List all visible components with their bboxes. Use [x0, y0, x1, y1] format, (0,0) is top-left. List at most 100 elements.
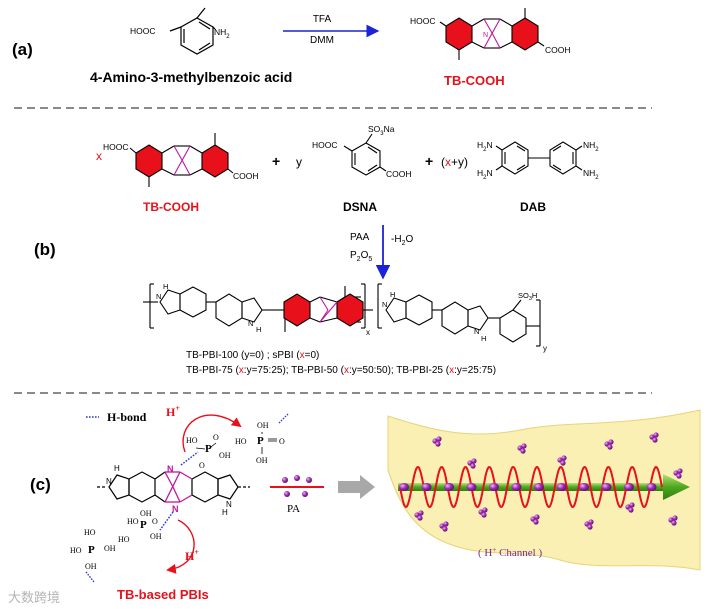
- pa-label: PA: [287, 503, 300, 515]
- polymer-structure: [143, 283, 541, 347]
- panel-c: (c) H-bond H+ H+ P HO O OH O P OH HO O O…: [8, 404, 701, 605]
- proton-label-top: H+: [166, 404, 180, 419]
- tb-bridge: [164, 471, 193, 503]
- svg-text:OH: OH: [219, 451, 231, 460]
- svg-text:O: O: [279, 437, 285, 446]
- channel-pa-bead: [466, 483, 477, 491]
- panel-c-label: (c): [30, 475, 51, 494]
- floating-pa-molecule: [557, 455, 567, 466]
- tb-cooh-monomer: HOOC COOH: [103, 133, 259, 187]
- proton-hop-arrow-bottom: [166, 519, 195, 574]
- coefficient-x-plus-y: (x+y): [441, 155, 468, 169]
- svg-text:HO: HO: [127, 517, 139, 526]
- dab-h2n-top: H2N: [477, 140, 493, 153]
- floating-pa-molecule: [604, 439, 614, 450]
- floating-pa-molecule: [673, 468, 683, 479]
- panel-b-label: (b): [34, 240, 56, 259]
- proton-label-bottom: H+: [185, 548, 199, 563]
- dsna-name: DSNA: [343, 200, 377, 214]
- svg-text:OH: OH: [256, 456, 268, 465]
- dsna-cooh-bottom: COOH: [386, 169, 412, 179]
- reactant-amine-bond: [212, 26, 216, 30]
- pbi-nh: H: [114, 464, 120, 473]
- pbi-nh: H: [222, 508, 228, 517]
- floating-pa-molecule: [649, 432, 659, 443]
- tb-cooh-left-label: HOOC: [410, 16, 436, 26]
- tb-nitrogen: N: [483, 32, 488, 39]
- channel-pa-bead: [444, 483, 454, 491]
- reagent-dmm: DMM: [310, 35, 334, 46]
- helix-strand: [399, 465, 663, 509]
- channel-pa-bead: [601, 483, 612, 491]
- reagent-water-loss: -H2O: [391, 234, 413, 247]
- phosphoric-acid-3: P HO O OH OH HO: [118, 509, 162, 544]
- tb-nitrogen: N: [172, 504, 179, 514]
- reactant-molecule: [169, 7, 216, 55]
- tb-right-ring: [511, 17, 539, 51]
- floating-pa-molecule: [478, 507, 488, 518]
- reactant-methyl-bond: [196, 7, 206, 19]
- reagent-p2o5: P2O5: [350, 250, 372, 263]
- plus-sign: +: [425, 153, 433, 169]
- monomer-cooh-left: HOOC: [103, 142, 129, 152]
- dsna-so3na: SO3Na: [368, 124, 395, 137]
- tb-cooh-name: TB-COOH: [143, 200, 199, 214]
- transition-arrow: [338, 475, 375, 499]
- phosphoric-acid-2: P OH HO O OH: [235, 413, 289, 465]
- svg-text:OH: OH: [150, 532, 162, 541]
- panel-a-label: (a): [12, 40, 33, 59]
- product-name: TB-COOH: [444, 73, 505, 88]
- hbond-line: [180, 451, 199, 466]
- floating-pa-molecule: [439, 521, 449, 532]
- phosphoric-acid-4: P HO HO OH OH: [70, 528, 116, 583]
- proton-hop-arrow-top: [182, 414, 242, 453]
- tb-nitrogen: N: [167, 464, 174, 474]
- svg-text:O: O: [152, 517, 158, 526]
- dab-molecule: [495, 141, 583, 175]
- tb-cooh-right-label: COOH: [545, 45, 571, 55]
- floating-pa-molecules: [414, 432, 683, 532]
- svg-text:O: O: [213, 433, 219, 442]
- dab-h2n-bottom: H2N: [477, 168, 493, 181]
- channel-pa-bead: [399, 483, 409, 491]
- reactant-benzene-ring: [180, 17, 214, 55]
- channel-pa-bead: [579, 483, 589, 491]
- floating-pa-molecule: [517, 443, 527, 454]
- phosphoric-acid-1: P HO O OH O: [186, 433, 231, 470]
- svg-text:HO: HO: [118, 535, 130, 544]
- svg-text:HO: HO: [70, 546, 82, 555]
- channel-pa-beads: [399, 483, 657, 491]
- channel-pa-bead: [624, 483, 634, 491]
- dsna-cooh-top: HOOC: [312, 140, 338, 150]
- pbi-n: N: [106, 477, 112, 486]
- proton-channel-label: ( H+ Channel ): [478, 546, 542, 559]
- svg-text:OH: OH: [257, 421, 269, 430]
- reactant-double-bond: [198, 42, 211, 51]
- floating-pa-molecule: [584, 519, 594, 530]
- polymer-subscript-x: x: [366, 328, 370, 337]
- hbond-label: H-bond: [107, 410, 147, 424]
- polymer-nh: H: [390, 290, 395, 299]
- floating-pa-molecule: [414, 510, 424, 521]
- watermark: 大数跨境: [8, 590, 60, 605]
- composition-line-1: TB-PBI-100 (y=0) ; sPBI (x=0): [186, 350, 319, 361]
- reagent-tfa: TFA: [313, 14, 332, 25]
- pa-molecules-icon: [282, 475, 312, 497]
- monomer-cooh-right: COOH: [233, 171, 259, 181]
- tb-based-pbis-label: TB-based PBIs: [117, 587, 209, 602]
- polymer-tb-left-ring: [283, 293, 311, 327]
- floating-pa-molecule: [432, 436, 442, 447]
- reactant-carboxyl-bond: [169, 26, 182, 32]
- channel-pa-bead: [556, 483, 567, 491]
- polymer-n: N: [382, 300, 387, 309]
- tb-cooh-product: N HOOC COOH: [410, 8, 571, 60]
- svg-text:P: P: [88, 544, 95, 556]
- svg-text:OH: OH: [85, 562, 97, 571]
- floating-pa-molecule: [530, 514, 540, 525]
- floating-pa-molecule: [467, 458, 477, 469]
- plus-sign: +: [272, 153, 280, 169]
- polymer-n: N: [156, 292, 161, 301]
- channel-direction-arrow: [663, 474, 690, 500]
- dab-name: DAB: [520, 200, 546, 214]
- polymer-nh: H: [163, 282, 168, 291]
